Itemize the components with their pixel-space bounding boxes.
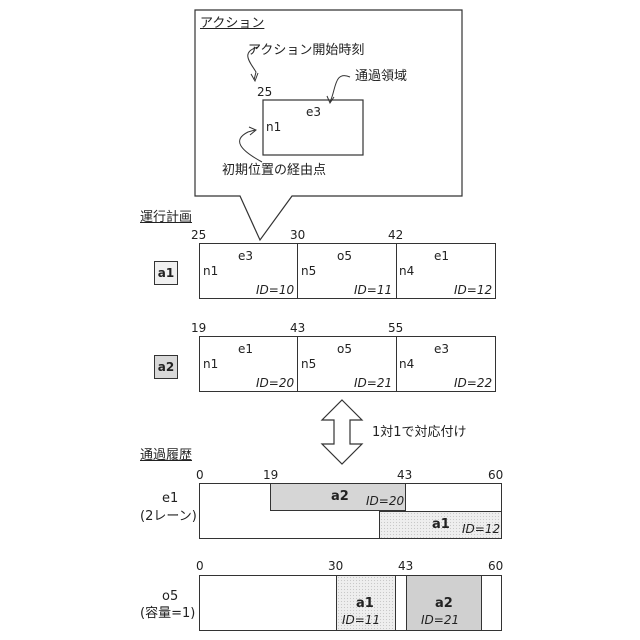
segment-id: ID=22 xyxy=(454,377,492,389)
start-time-value: 25 xyxy=(257,86,272,98)
tick-label: 43 xyxy=(397,469,412,481)
segment-edge: o5 xyxy=(337,250,352,262)
plan-heading: 運行計画 xyxy=(140,211,192,224)
segment-divider xyxy=(396,336,397,392)
bar-agent: a1 xyxy=(356,597,374,610)
tick-label: 60 xyxy=(488,469,503,481)
callout-frame xyxy=(0,0,640,245)
time-label: 42 xyxy=(388,229,403,241)
tick-label: 60 xyxy=(488,560,503,572)
start-time-label: アクション開始時刻 xyxy=(248,44,364,57)
bar-id: ID=12 xyxy=(462,523,500,535)
bar-agent: a1 xyxy=(432,518,450,531)
bar-id: ID=21 xyxy=(421,614,459,626)
area-label: 通過領域 xyxy=(355,70,407,83)
segment-node: n5 xyxy=(301,265,316,277)
tick-label: 43 xyxy=(398,560,413,572)
agent-badge-a2: a2 xyxy=(154,355,178,379)
time-label: 19 xyxy=(191,322,206,334)
bar-id: ID=20 xyxy=(366,495,404,507)
segment-divider xyxy=(396,243,397,299)
area-edge-label: e3 xyxy=(306,106,321,118)
time-label: 55 xyxy=(388,322,403,334)
segment-node: n4 xyxy=(399,265,414,277)
waypoint-label: 初期位置の経由点 xyxy=(222,164,326,177)
segment-node: n1 xyxy=(203,358,218,370)
tick-label: 0 xyxy=(196,469,204,481)
bar-id: ID=11 xyxy=(342,614,380,626)
double-arrow-icon xyxy=(318,398,366,466)
segment-node: n5 xyxy=(301,358,316,370)
bar-agent: a2 xyxy=(435,597,453,610)
history-heading: 通過履歴 xyxy=(140,449,192,462)
area-node-label: n1 xyxy=(266,121,281,133)
segment-edge: e1 xyxy=(238,343,253,355)
tick-label: 19 xyxy=(263,469,278,481)
edge-name: e1 xyxy=(162,492,178,505)
tick-label: 30 xyxy=(328,560,343,572)
time-label: 43 xyxy=(290,322,305,334)
segment-divider xyxy=(297,243,298,299)
segment-divider xyxy=(297,336,298,392)
time-label: 25 xyxy=(191,229,206,241)
segment-node: n4 xyxy=(399,358,414,370)
segment-id: ID=21 xyxy=(354,377,392,389)
edge-note: (2レーン) xyxy=(140,510,197,523)
segment-edge: e1 xyxy=(434,250,449,262)
segment-id: ID=11 xyxy=(354,284,392,296)
segment-id: ID=20 xyxy=(256,377,294,389)
segment-node: n1 xyxy=(203,265,218,277)
correspondence-label: 1対1で対応付け xyxy=(372,426,467,439)
segment-edge: e3 xyxy=(434,343,449,355)
action-heading: アクション xyxy=(200,17,264,30)
edge-note: (容量=1) xyxy=(140,607,195,620)
edge-name: o5 xyxy=(162,590,178,603)
bar-agent: a2 xyxy=(331,490,349,503)
segment-id: ID=12 xyxy=(454,284,492,296)
agent-badge-a1: a1 xyxy=(154,261,178,285)
tick-label: 0 xyxy=(196,560,204,572)
segment-edge: o5 xyxy=(337,343,352,355)
segment-id: ID=10 xyxy=(256,284,294,296)
time-label: 30 xyxy=(290,229,305,241)
segment-edge: e3 xyxy=(238,250,253,262)
